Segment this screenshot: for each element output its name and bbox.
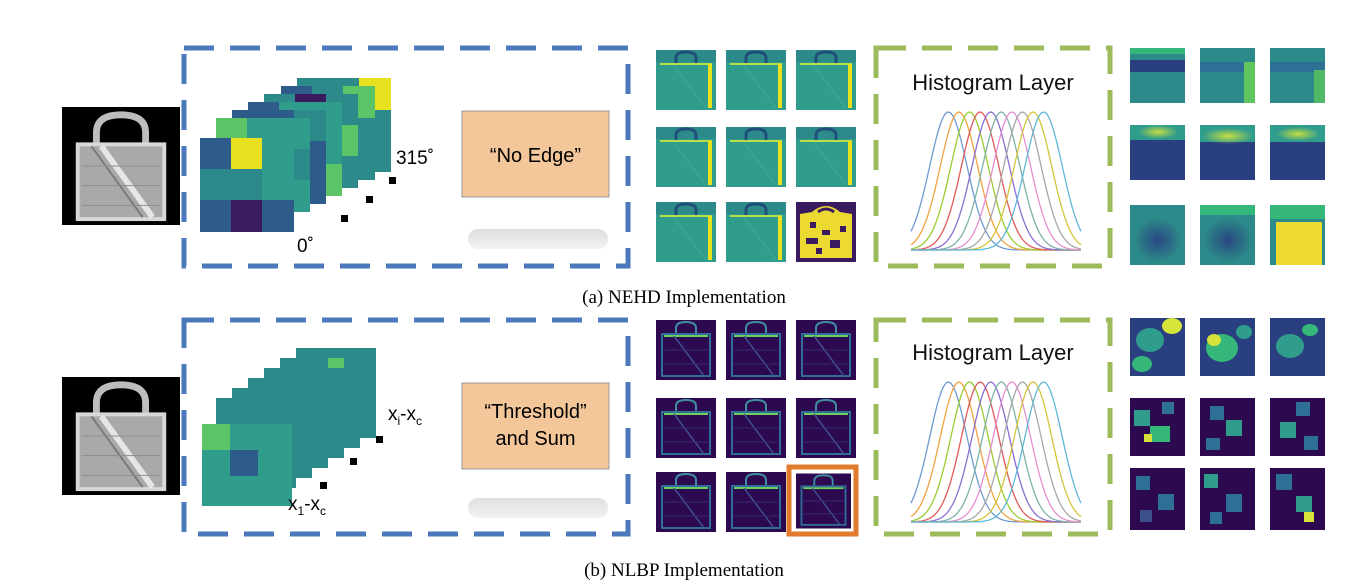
- output-map: [1270, 398, 1325, 456]
- output-map: [1130, 318, 1185, 376]
- nlbp-output-grid: [1130, 318, 1325, 530]
- ellipsis-dot: [366, 196, 373, 203]
- operation-box: [461, 382, 610, 470]
- output-map: [1130, 48, 1185, 103]
- output-map: [1130, 205, 1185, 265]
- gaussian-bins-icon: [910, 381, 1082, 523]
- output-map: [1200, 205, 1255, 265]
- output-map: [1200, 398, 1255, 456]
- handbag-image-icon: [62, 377, 180, 495]
- nlbp-feature-grid: [656, 320, 859, 537]
- feature-map-icon: [726, 202, 786, 262]
- operation-box-label-line2: and Sum: [495, 428, 575, 450]
- shadow-bar: [468, 229, 608, 249]
- output-map: [1200, 468, 1255, 530]
- output-map: [1200, 48, 1255, 103]
- output-map: [1130, 398, 1185, 456]
- output-map: [1200, 125, 1255, 180]
- operation-box: [461, 110, 610, 198]
- feature-map-icon: [796, 398, 856, 458]
- nehd-kernel-stack: [200, 78, 391, 232]
- nehd-output-grid: [1130, 48, 1325, 265]
- output-map: [1130, 468, 1185, 530]
- operation-box-label-line1: “Threshold”: [484, 401, 586, 423]
- feature-map-icon: [656, 398, 716, 458]
- caption-b: (b) NLBP Implementation: [584, 560, 784, 581]
- nehd-feature-grid: [656, 50, 856, 262]
- stack-label-top: 315˚: [396, 148, 434, 169]
- nehd-feature-box: [181, 45, 631, 269]
- feature-map-icon: [796, 320, 856, 380]
- histogram-title: Histogram Layer: [912, 340, 1073, 365]
- stack-label-bottom: 0˚: [297, 236, 314, 257]
- output-map: [1270, 468, 1325, 530]
- feature-map-icon: [726, 472, 786, 532]
- ellipsis-dot: [389, 177, 396, 184]
- feature-map-icon: [656, 320, 716, 380]
- histogram-box: [873, 45, 1113, 269]
- feature-map-icon: [726, 50, 786, 110]
- gaussian-bin-curve: [911, 111, 1082, 251]
- highlight-frame: [786, 464, 859, 537]
- feature-map-icon: [796, 127, 856, 187]
- output-map: [1270, 48, 1325, 103]
- gaussian-bin-curve: [911, 381, 1082, 523]
- feature-map-icon: [796, 50, 856, 110]
- gaussian-bins-icon: [910, 111, 1082, 251]
- nlbp-kernel-stack: [202, 348, 376, 506]
- feature-map-icon: [656, 472, 716, 532]
- shadow-bar: [468, 498, 608, 518]
- feature-map-icon: [726, 398, 786, 458]
- feature-map-icon: [796, 472, 851, 530]
- stack-label-top: xi-xc: [388, 404, 422, 428]
- feature-map-icon: [656, 202, 716, 262]
- caption-a: (a) NEHD Implementation: [582, 287, 786, 308]
- histogram-box: [873, 317, 1113, 537]
- feature-map-icon: [656, 127, 716, 187]
- ellipsis-dot: [341, 215, 348, 222]
- handbag-image-icon: [62, 107, 180, 225]
- ellipsis-dot: [320, 482, 327, 489]
- ellipsis-dot: [350, 458, 357, 465]
- output-map: [1130, 125, 1185, 180]
- operation-box-label: “No Edge”: [490, 145, 581, 167]
- panel-nlbp: xi-xc x1-xc “Threshold” and Sum Histogra…: [62, 317, 1325, 537]
- output-map: [1270, 318, 1325, 376]
- feature-map-icon: [796, 202, 856, 262]
- feature-map-icon: [726, 127, 786, 187]
- nlbp-feature-box: [181, 317, 631, 537]
- output-map: [1270, 125, 1325, 180]
- histogram-title: Histogram Layer: [912, 70, 1073, 95]
- ellipsis-dot: [376, 436, 383, 443]
- output-map: [1200, 318, 1255, 376]
- feature-map-icon: [656, 50, 716, 110]
- output-map: [1270, 205, 1325, 265]
- feature-map-icon: [726, 320, 786, 380]
- stack-label-bottom: x1-xc: [288, 494, 326, 518]
- panel-nehd: 315˚ 0˚ “No Edge”: [62, 45, 1325, 269]
